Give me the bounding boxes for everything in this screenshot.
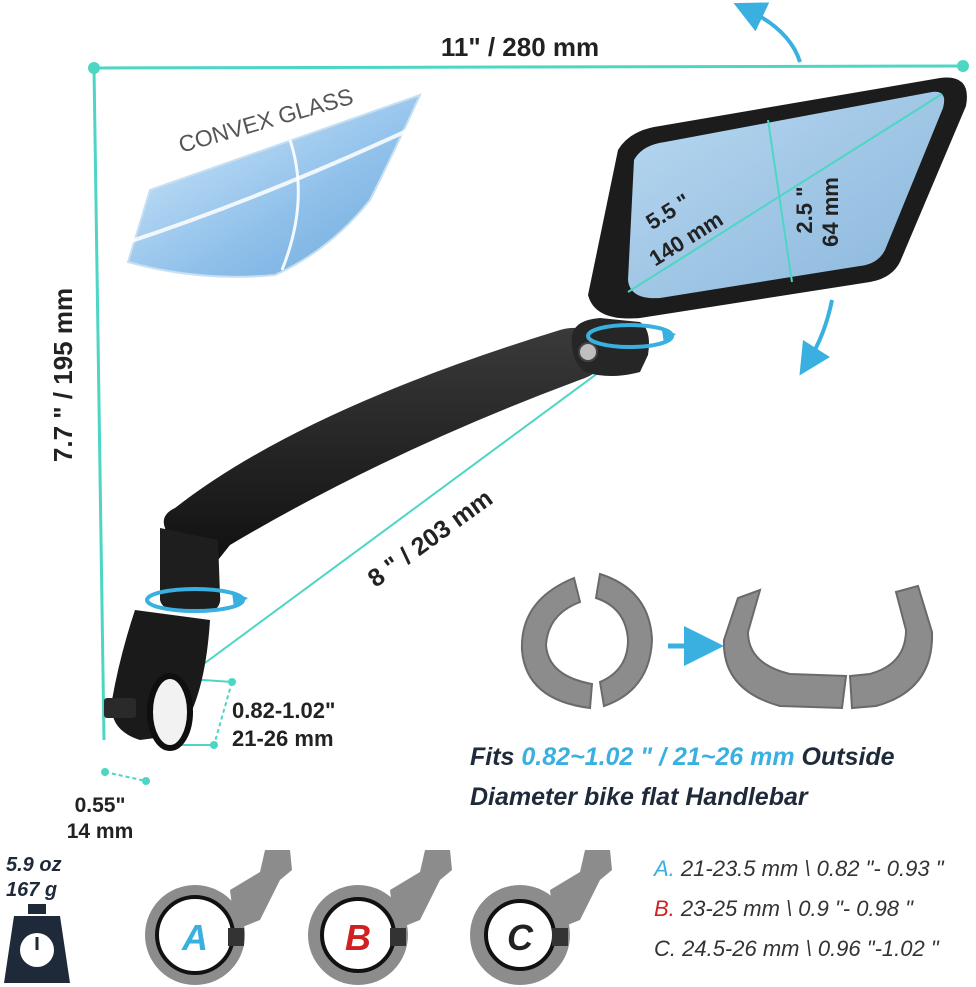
size-c-row: C. 24.5-26 mm \ 0.96 "-1.02 ": [654, 936, 940, 961]
arm-body: [163, 327, 603, 560]
shim-open-right: [848, 584, 934, 710]
glass-diagonal-line: [627, 93, 943, 293]
clip-a-letter: A: [181, 917, 208, 958]
convex-glass-curve: [280, 139, 300, 271]
tilt-up-arrow-icon: [733, 2, 802, 63]
clamp-width-in: 0.55": [75, 794, 126, 817]
glass-height-line: [767, 119, 793, 283]
size-b-text: 23-25 mm \ 0.9 "- 0.98 ": [675, 896, 914, 921]
width-label: 11" / 280 mm: [441, 32, 599, 62]
scale-icon: [4, 904, 70, 983]
convex-glass-shape: [126, 93, 422, 278]
clamp-diameter-mm: 21-26 mm: [232, 726, 334, 751]
shim-ring-left-half: [520, 576, 594, 710]
convex-glass-highlight: [109, 118, 431, 250]
clip-size-b: B: [308, 850, 452, 985]
convex-glass-illustration: CONVEX GLASS: [109, 83, 431, 278]
clamp-dim-dot-bottom: [210, 741, 218, 749]
rotation-arrows: [145, 2, 834, 613]
fits-text-line1: Fits 0.82~1.02 " / 21~26 mm Outside: [470, 743, 895, 771]
height-label: 7.7 " / 195 mm: [48, 288, 78, 462]
width-small-dot-left: [101, 768, 109, 776]
size-b-prefix: B.: [654, 896, 675, 921]
mirror-head: 5.5 " 140 mm 2.5 " 64 mm: [588, 77, 967, 319]
width-small-dot-right: [142, 777, 150, 785]
swivel-head-arrowhead-icon: [662, 330, 676, 344]
arm-length-label: 8 " / 203 mm: [363, 484, 498, 593]
size-a-text: 21-23.5 mm \ 0.82 "- 0.93 ": [675, 856, 945, 881]
clamp-dim-line-vert: [213, 681, 233, 746]
size-list: A. 21-23.5 mm \ 0.82 "- 0.93 " B. 23-25 …: [652, 856, 945, 961]
shim-ring-closed: [520, 572, 654, 710]
fits-range: 0.82~1.02 " / 21~26 mm: [521, 743, 794, 771]
width-small-dim-line: [104, 771, 147, 782]
arm-stem: [160, 528, 221, 612]
clip-c-letter: C: [507, 917, 534, 958]
swivel-base-arrowhead-icon: [232, 592, 248, 608]
weight-g: 167 g: [6, 879, 57, 901]
clip-size-c: C: [470, 850, 612, 985]
size-c-text: 24.5-26 mm \ 0.96 "-1.02 ": [676, 936, 940, 961]
mount-screw: [578, 342, 598, 362]
fits-text-line2: Diameter bike flat Handlebar: [470, 783, 809, 811]
size-b-row: B. 23-25 mm \ 0.9 "- 0.98 ": [654, 896, 914, 921]
clamp-dim-dot-top: [228, 678, 236, 686]
clamp-width-mm: 14 mm: [67, 820, 134, 843]
shim-ring-right-half: [594, 572, 654, 708]
shim-ring-open: [722, 584, 934, 710]
glass-height-in: 2.5 ": [792, 186, 817, 233]
fits-prefix: Fits: [470, 743, 521, 771]
shim-illustration: [520, 572, 934, 710]
weight-oz: 5.9 oz: [6, 854, 62, 876]
clamp-diameter-in: 0.82-1.02": [232, 698, 335, 723]
size-c-prefix: C.: [654, 936, 676, 961]
height-dimension-line: [92, 67, 106, 741]
clamp-opening: [147, 673, 193, 751]
clamp-hinge: [104, 698, 136, 718]
size-a-prefix: A.: [652, 856, 675, 881]
shim-open-left: [722, 588, 848, 710]
clip-b-letter: B: [345, 917, 371, 958]
width-dim-dot-right: [957, 60, 969, 72]
arm-dimension-line: [147, 341, 641, 706]
tilt-down-arrow-icon: [799, 299, 834, 376]
size-a-row: A. 21-23.5 mm \ 0.82 "- 0.93 ": [652, 856, 945, 881]
fits-suffix: Outside: [795, 743, 895, 771]
dimension-lines: [88, 60, 969, 785]
glass-height-mm: 64 mm: [818, 177, 843, 247]
clip-size-a: A: [145, 850, 292, 985]
width-dimension-line: [93, 64, 964, 70]
